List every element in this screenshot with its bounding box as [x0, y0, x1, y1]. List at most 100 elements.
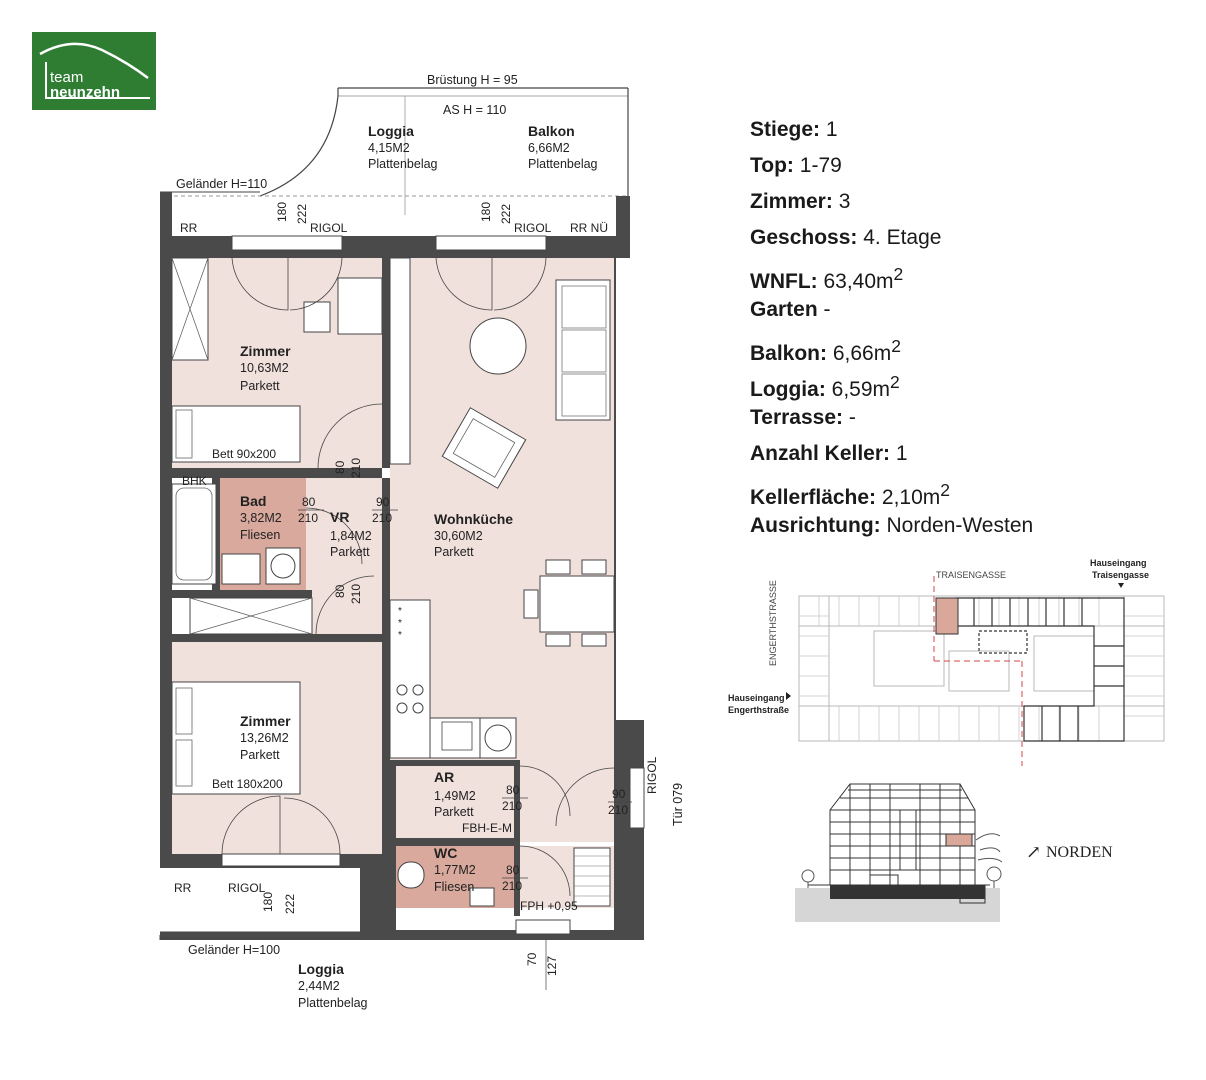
entrance-left-line2: Engerthstraße	[728, 705, 789, 715]
logo-neunzehn-text: neunzehn	[50, 84, 120, 101]
vr-door1-w: 90	[376, 495, 390, 509]
balkon-floor: Plattenbelag	[528, 157, 598, 171]
wohnkueche-floor: Parkett	[434, 545, 474, 559]
svg-text:*: *	[398, 606, 402, 617]
building-section: ↗ NORDEN	[795, 783, 1113, 922]
info-wnfl: WNFL: 63,40m2	[750, 264, 904, 293]
info-geschoss: Geschoss: 4. Etage	[750, 226, 942, 249]
entry-door-w: 90	[612, 787, 626, 801]
info-ausrichtung: Ausrichtung: Norden-Westen	[750, 514, 1034, 537]
dim-222-c: 222	[283, 894, 297, 914]
vr-name: VR	[330, 509, 349, 525]
vr-door3-w: 80	[333, 584, 347, 598]
zimmer2-floor: Parkett	[240, 748, 280, 762]
ar-name: AR	[434, 769, 454, 785]
zimmer1-floor: Parkett	[240, 379, 280, 393]
rr-top-label: RR	[180, 221, 198, 235]
logo-team-text: team	[50, 69, 83, 86]
dim-180-b: 180	[479, 202, 493, 222]
wc-door-w: 80	[506, 863, 520, 877]
entry-door-h: 210	[608, 803, 628, 817]
rigol-top2-label: RIGOL	[514, 221, 552, 235]
vr-floor: Parkett	[330, 545, 370, 559]
vr-door2-w: 80	[333, 460, 347, 474]
info-stiege: Stiege: 1	[750, 118, 838, 141]
traisengasse-label: TRAISENGASSE	[936, 570, 1006, 580]
loggia-top-floor: Plattenbelag	[368, 157, 438, 171]
bed1-label: Bett 90x200	[212, 447, 276, 461]
bed2-label: Bett 180x200	[212, 777, 283, 791]
svg-text:*: *	[398, 618, 402, 629]
loggia-top-area: 4,15M2	[368, 141, 410, 155]
vr-door3-h: 210	[349, 584, 363, 604]
bad-area: 3,82M2	[240, 511, 282, 525]
ar-door-h: 210	[502, 799, 522, 813]
ash-label: AS H = 110	[443, 103, 506, 117]
bruestung-label: Brüstung H = 95	[427, 73, 518, 87]
wc-door-h: 210	[502, 879, 522, 893]
info-loggia: Loggia: 6,59m2	[750, 372, 900, 401]
dim-222-a: 222	[295, 204, 309, 224]
zimmer1-area: 10,63M2	[240, 361, 289, 375]
info-top: Top: 1-79	[750, 154, 842, 177]
zimmer2-name: Zimmer	[240, 713, 291, 729]
wc-floor: Fliesen	[434, 880, 474, 894]
engerthstrasse-label: ENGERTHSTRASSE	[768, 580, 778, 666]
site-plan: TRAISENGASSE Hauseingang Traisengasse EN…	[728, 558, 1165, 766]
vr-door1-h: 210	[372, 511, 392, 525]
info-balkon: Balkon: 6,66m2	[750, 336, 901, 365]
wc-area: 1,77M2	[434, 863, 476, 877]
loggia-bottom-name: Loggia	[298, 961, 344, 977]
wc-name: WC	[434, 845, 457, 861]
entrance-top-line1: Hauseingang	[1090, 558, 1147, 568]
entrance-left-line1: Hauseingang	[728, 693, 785, 703]
info-anzahl-keller: Anzahl Keller: 1	[750, 442, 908, 465]
dim-222-b: 222	[499, 204, 513, 224]
section-apartment-highlight	[945, 833, 973, 847]
bad-door-h: 210	[298, 511, 318, 525]
room-ar	[396, 766, 514, 836]
wohnkueche-area: 30,60M2	[434, 529, 483, 543]
entrance-left-arrow-icon	[786, 692, 791, 700]
vr-door2-h: 210	[349, 458, 363, 478]
team-neunzehn-logo: team neunzehn	[32, 32, 156, 110]
loggia-bottom-area: 2,44M2	[298, 979, 340, 993]
dim-127: 127	[545, 956, 559, 976]
room-vr	[306, 478, 382, 634]
rr-bottom-label: RR	[174, 881, 192, 895]
ar-floor: Parkett	[434, 805, 474, 819]
info-garten: Garten -	[750, 298, 831, 321]
balkon-area: 6,66M2	[528, 141, 570, 155]
vr-area: 1,84M2	[330, 529, 372, 543]
tuer-label: Tür 079	[671, 783, 685, 826]
rigol-top1-label: RIGOL	[310, 221, 348, 235]
balkon-name: Balkon	[528, 123, 575, 139]
zimmer2-area: 13,26M2	[240, 731, 289, 745]
bad-door-w: 80	[302, 495, 316, 509]
gelaender-top-label: Geländer H=110	[176, 177, 267, 191]
entrance-top-line2: Traisengasse	[1092, 570, 1149, 580]
site-apartment-highlight	[935, 597, 959, 635]
dim-70: 70	[525, 952, 539, 966]
fph-label: FPH +0,95	[520, 899, 578, 913]
entrance-top-arrow-icon	[1118, 583, 1124, 588]
bad-floor: Fliesen	[240, 528, 280, 542]
bad-name: Bad	[240, 493, 266, 509]
info-terrasse: Terrasse: -	[750, 406, 856, 429]
ar-area: 1,49M2	[434, 789, 476, 803]
rigol-bottom-label: RIGOL	[228, 881, 266, 895]
loggia-top-name: Loggia	[368, 123, 414, 139]
entry-rigol-label: RIGOL	[645, 756, 659, 794]
loggia-bottom-floor: Plattenbelag	[298, 996, 368, 1010]
dim-180-a: 180	[275, 202, 289, 222]
north-label: NORDEN	[1046, 844, 1113, 861]
dim-180-c: 180	[261, 892, 275, 912]
gelaender-bottom-label: Geländer H=100	[188, 943, 280, 957]
info-kellerflaeche: Kellerfläche: 2,10m2	[750, 480, 951, 509]
floor-plan: * * * Brüstung H = 95 AS H = 110 Gelände…	[159, 73, 685, 1010]
wohnkueche-name: Wohnküche	[434, 511, 513, 527]
info-zimmer: Zimmer: 3	[750, 190, 851, 213]
bhk-label: BHK	[182, 474, 207, 488]
apartment-info: Stiege: 1 Top: 1-79 Zimmer: 3 Geschoss: …	[750, 112, 1190, 544]
fbh-label: FBH-E-M	[462, 821, 512, 835]
